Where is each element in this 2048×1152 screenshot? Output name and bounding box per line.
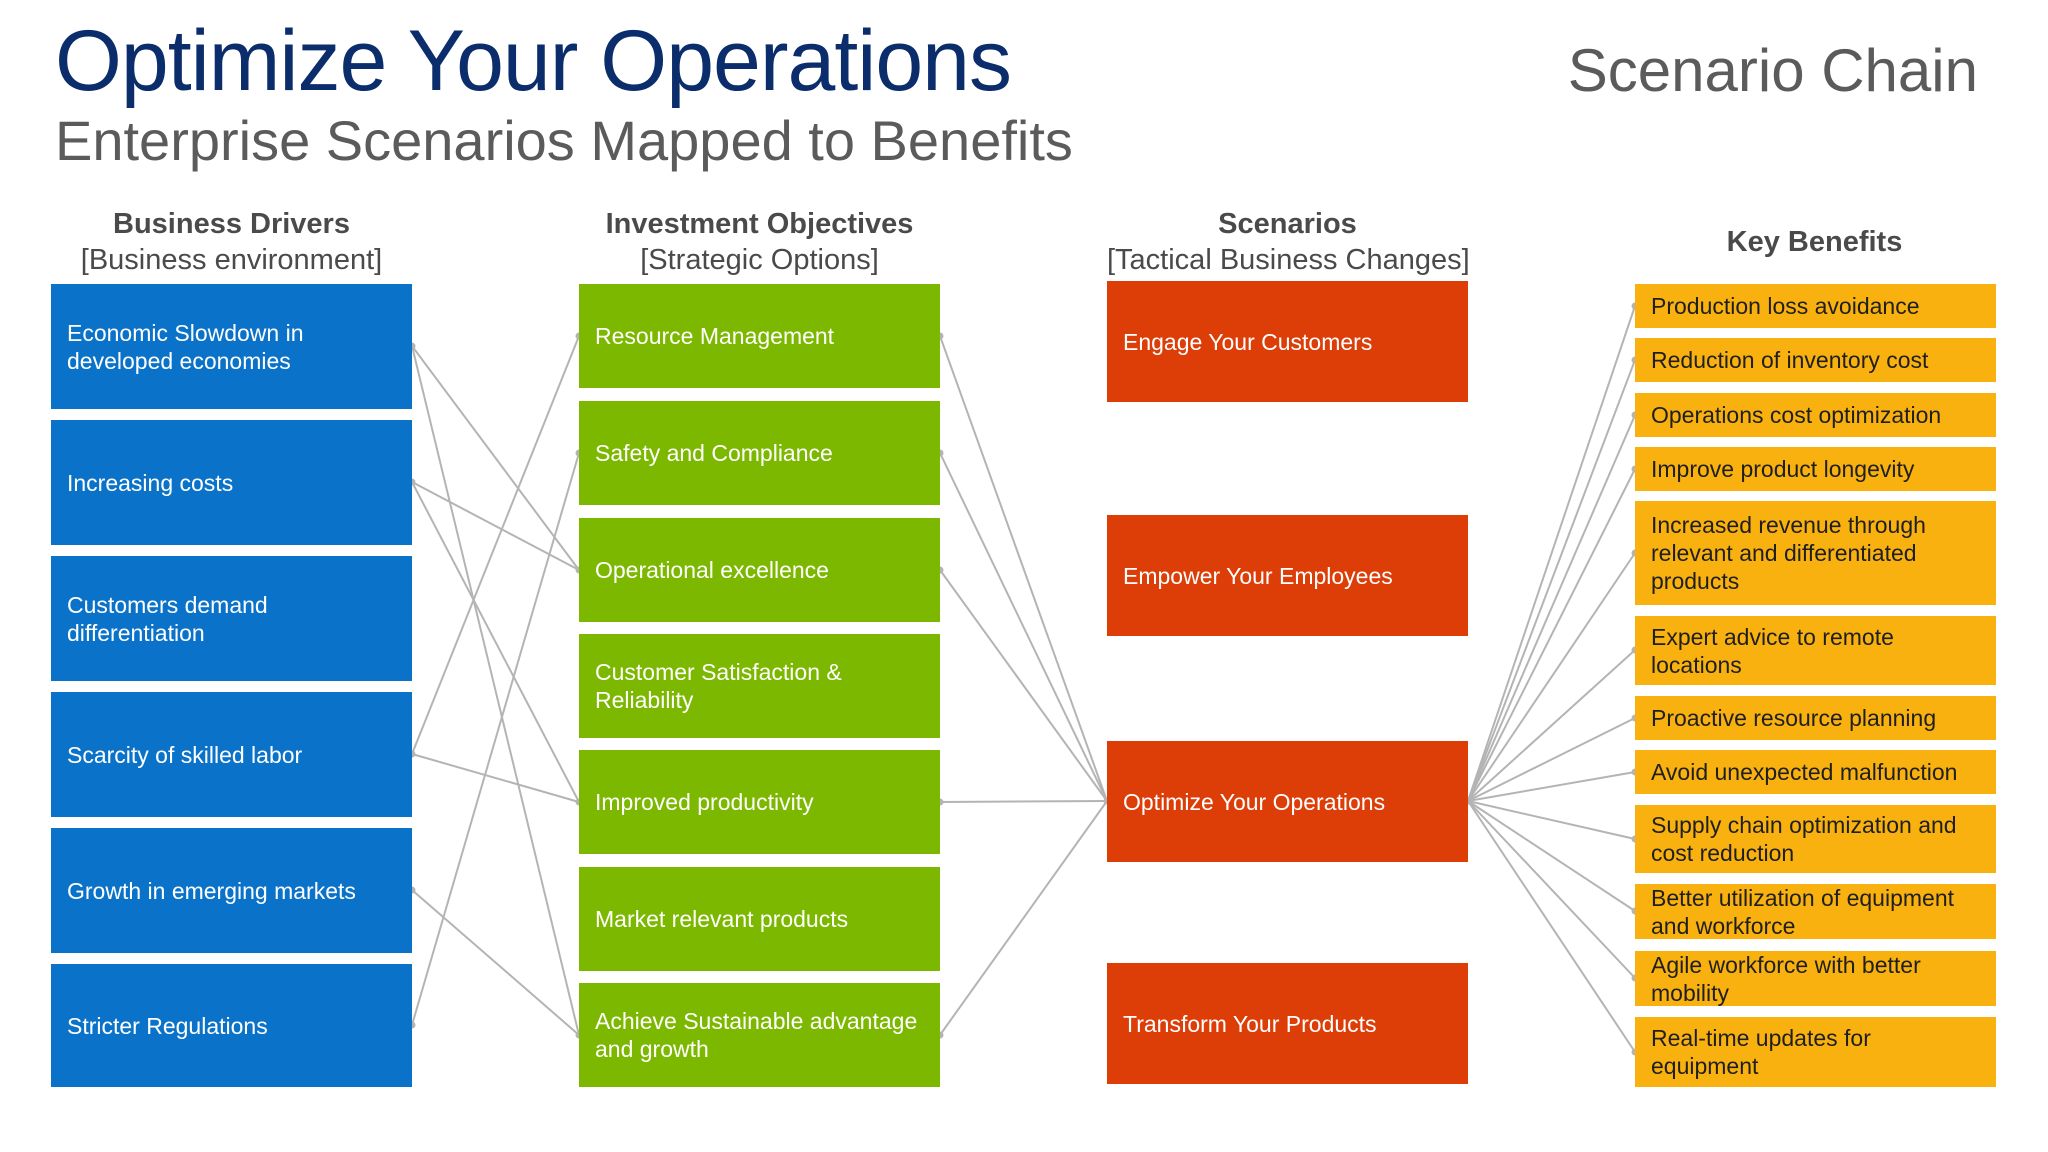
scenario-benefit-connector [1467,800,1636,979]
benefit-box-increased-revenue: Increased revenue through relevant and d… [1635,501,1996,605]
objective-scenario-connector [939,800,1108,803]
driver-objective-connector [411,345,580,571]
driver-box-increasing-costs: Increasing costs [51,420,412,545]
benefit-box-supply-chain: Supply chain optimization and cost reduc… [1635,805,1996,873]
driver-box-growth-emerging-markets: Growth in emerging markets [51,828,412,953]
benefits-column-heading: Key Benefits [1634,224,1995,260]
driver-objective-connector [411,481,580,571]
driver-box-scarcity-skilled-labor: Scarcity of skilled labor [51,692,412,817]
benefit-box-product-longevity: Improve product longevity [1635,447,1996,491]
objective-box-customer-satisfaction: Customer Satisfaction & Reliability [579,634,940,738]
benefit-label: Improve product longevity [1651,456,1915,482]
objective-scenario-connector [939,335,1108,802]
objective-scenario-connector [939,800,1108,1036]
scenario-benefit-connector [1467,800,1636,912]
scenarios-subheading: [Tactical Business Changes] [1107,244,1470,276]
driver-objective-connector [411,452,580,1026]
benefit-label: Supply chain optimization and cost reduc… [1651,812,1957,866]
objective-box-resource-management: Resource Management [579,284,940,388]
objective-scenario-connector [939,452,1108,802]
benefit-label: Production loss avoidance [1651,293,1920,319]
benefit-label: Better utilization of equipment and work… [1651,884,1955,939]
scenario-benefit-connector [1467,800,1636,1053]
benefit-box-expert-advice: Expert advice to remote locations [1635,616,1996,685]
benefit-label: Expert advice to remote locations [1651,623,1894,678]
scenario-benefit-connector [1467,800,1636,840]
benefit-label: Increased revenue through relevant and d… [1651,512,1926,594]
benefit-box-proactive-planning: Proactive resource planning [1635,696,1996,740]
scenario-box-empower-employees: Empower Your Employees [1107,515,1468,636]
scenario-benefit-connector [1467,552,1636,802]
scenarios-column-heading: Scenarios [Tactical Business Changes] [1107,206,1470,278]
driver-box-customers-demand: Customers demand differentiation [51,556,412,681]
driver-objective-connector [411,753,580,803]
objectives-heading: Investment Objectives [605,208,914,240]
benefit-label: Proactive resource planning [1651,705,1937,731]
scenario-box-transform-products: Transform Your Products [1107,963,1468,1084]
objective-box-market-relevant-products: Market relevant products [579,867,940,971]
page-title: Optimize Your Operations [55,13,1012,109]
drivers-heading: Business Drivers [113,208,350,240]
benefit-box-realtime-updates: Real-time updates for equipment [1635,1017,1996,1087]
driver-label: Increasing costs [67,469,234,496]
benefit-box-avoid-malfunction: Avoid unexpected malfunction [1635,750,1996,794]
driver-label: Growth in emerging markets [67,877,356,904]
scenario-benefit-connector [1467,414,1636,802]
objective-box-sustainable-advantage: Achieve Sustainable advantage and growth [579,983,940,1087]
objective-label: Customer Satisfaction & Reliability [595,659,842,713]
drivers-subheading: [Business environment] [80,244,383,276]
benefit-label: Avoid unexpected malfunction [1651,759,1958,785]
page-subtitle: Enterprise Scenarios Mapped to Benefits [55,109,1073,172]
scenario-benefit-connector [1467,649,1636,802]
driver-objective-connector [411,481,580,803]
objective-box-safety-compliance: Safety and Compliance [579,401,940,505]
scenario-box-optimize-operations: Optimize Your Operations [1107,741,1468,862]
benefit-box-production-loss: Production loss avoidance [1635,284,1996,328]
driver-objective-connector [411,335,580,755]
driver-label: Economic Slowdown in developed economies [67,319,304,374]
scenario-benefit-connector [1467,468,1636,802]
scenarios-heading: Scenarios [1218,208,1357,240]
benefits-heading: Key Benefits [1726,226,1903,258]
driver-label: Stricter Regulations [67,1012,268,1039]
driver-objective-connector [411,889,580,1036]
objective-box-improved-productivity: Improved productivity [579,750,940,854]
driver-objective-connector [411,345,580,1036]
objective-label: Resource Management [595,323,835,349]
objective-label: Market relevant products [595,906,849,932]
scenario-benefit-connector [1467,359,1636,802]
scenario-label: Engage Your Customers [1123,328,1373,355]
driver-label: Scarcity of skilled labor [67,741,303,768]
objectives-subheading: [Strategic Options] [640,244,879,276]
benefit-label: Agile workforce with better mobility [1651,951,1921,1006]
scenario-benefit-connector [1467,771,1636,802]
scenario-box-engage-customers: Engage Your Customers [1107,281,1468,402]
benefit-box-inventory-cost: Reduction of inventory cost [1635,338,1996,382]
scenario-label: Empower Your Employees [1123,562,1393,589]
benefit-label: Reduction of inventory cost [1651,347,1929,373]
scenario-benefit-connector [1467,717,1636,802]
benefit-label: Operations cost optimization [1651,402,1942,428]
driver-label: Customers demand differentiation [67,591,268,646]
objective-label: Safety and Compliance [595,440,833,466]
objective-label: Achieve Sustainable advantage and growth [595,1008,918,1062]
objective-box-operational-excellence: Operational excellence [579,518,940,622]
scenario-chain-label: Scenario Chain [1567,37,1978,104]
objective-scenario-connector [939,569,1108,802]
drivers-column-heading: Business Drivers [Business environment] [51,206,412,278]
driver-box-stricter-regulations: Stricter Regulations [51,964,412,1087]
objective-label: Improved productivity [595,789,814,815]
scenario-label: Optimize Your Operations [1123,788,1386,815]
driver-box-economic-slowdown: Economic Slowdown in developed economies [51,284,412,409]
scenario-label: Transform Your Products [1123,1010,1377,1037]
benefit-box-better-utilization: Better utilization of equipment and work… [1635,884,1996,939]
benefit-label: Real-time updates for equipment [1651,1025,1871,1079]
scenario-benefit-connector [1467,305,1636,802]
objective-label: Operational excellence [595,557,829,583]
objectives-column-heading: Investment Objectives [Strategic Options… [579,206,940,278]
benefit-box-agile-workforce: Agile workforce with better mobility [1635,951,1996,1006]
benefit-box-operations-cost: Operations cost optimization [1635,393,1996,437]
